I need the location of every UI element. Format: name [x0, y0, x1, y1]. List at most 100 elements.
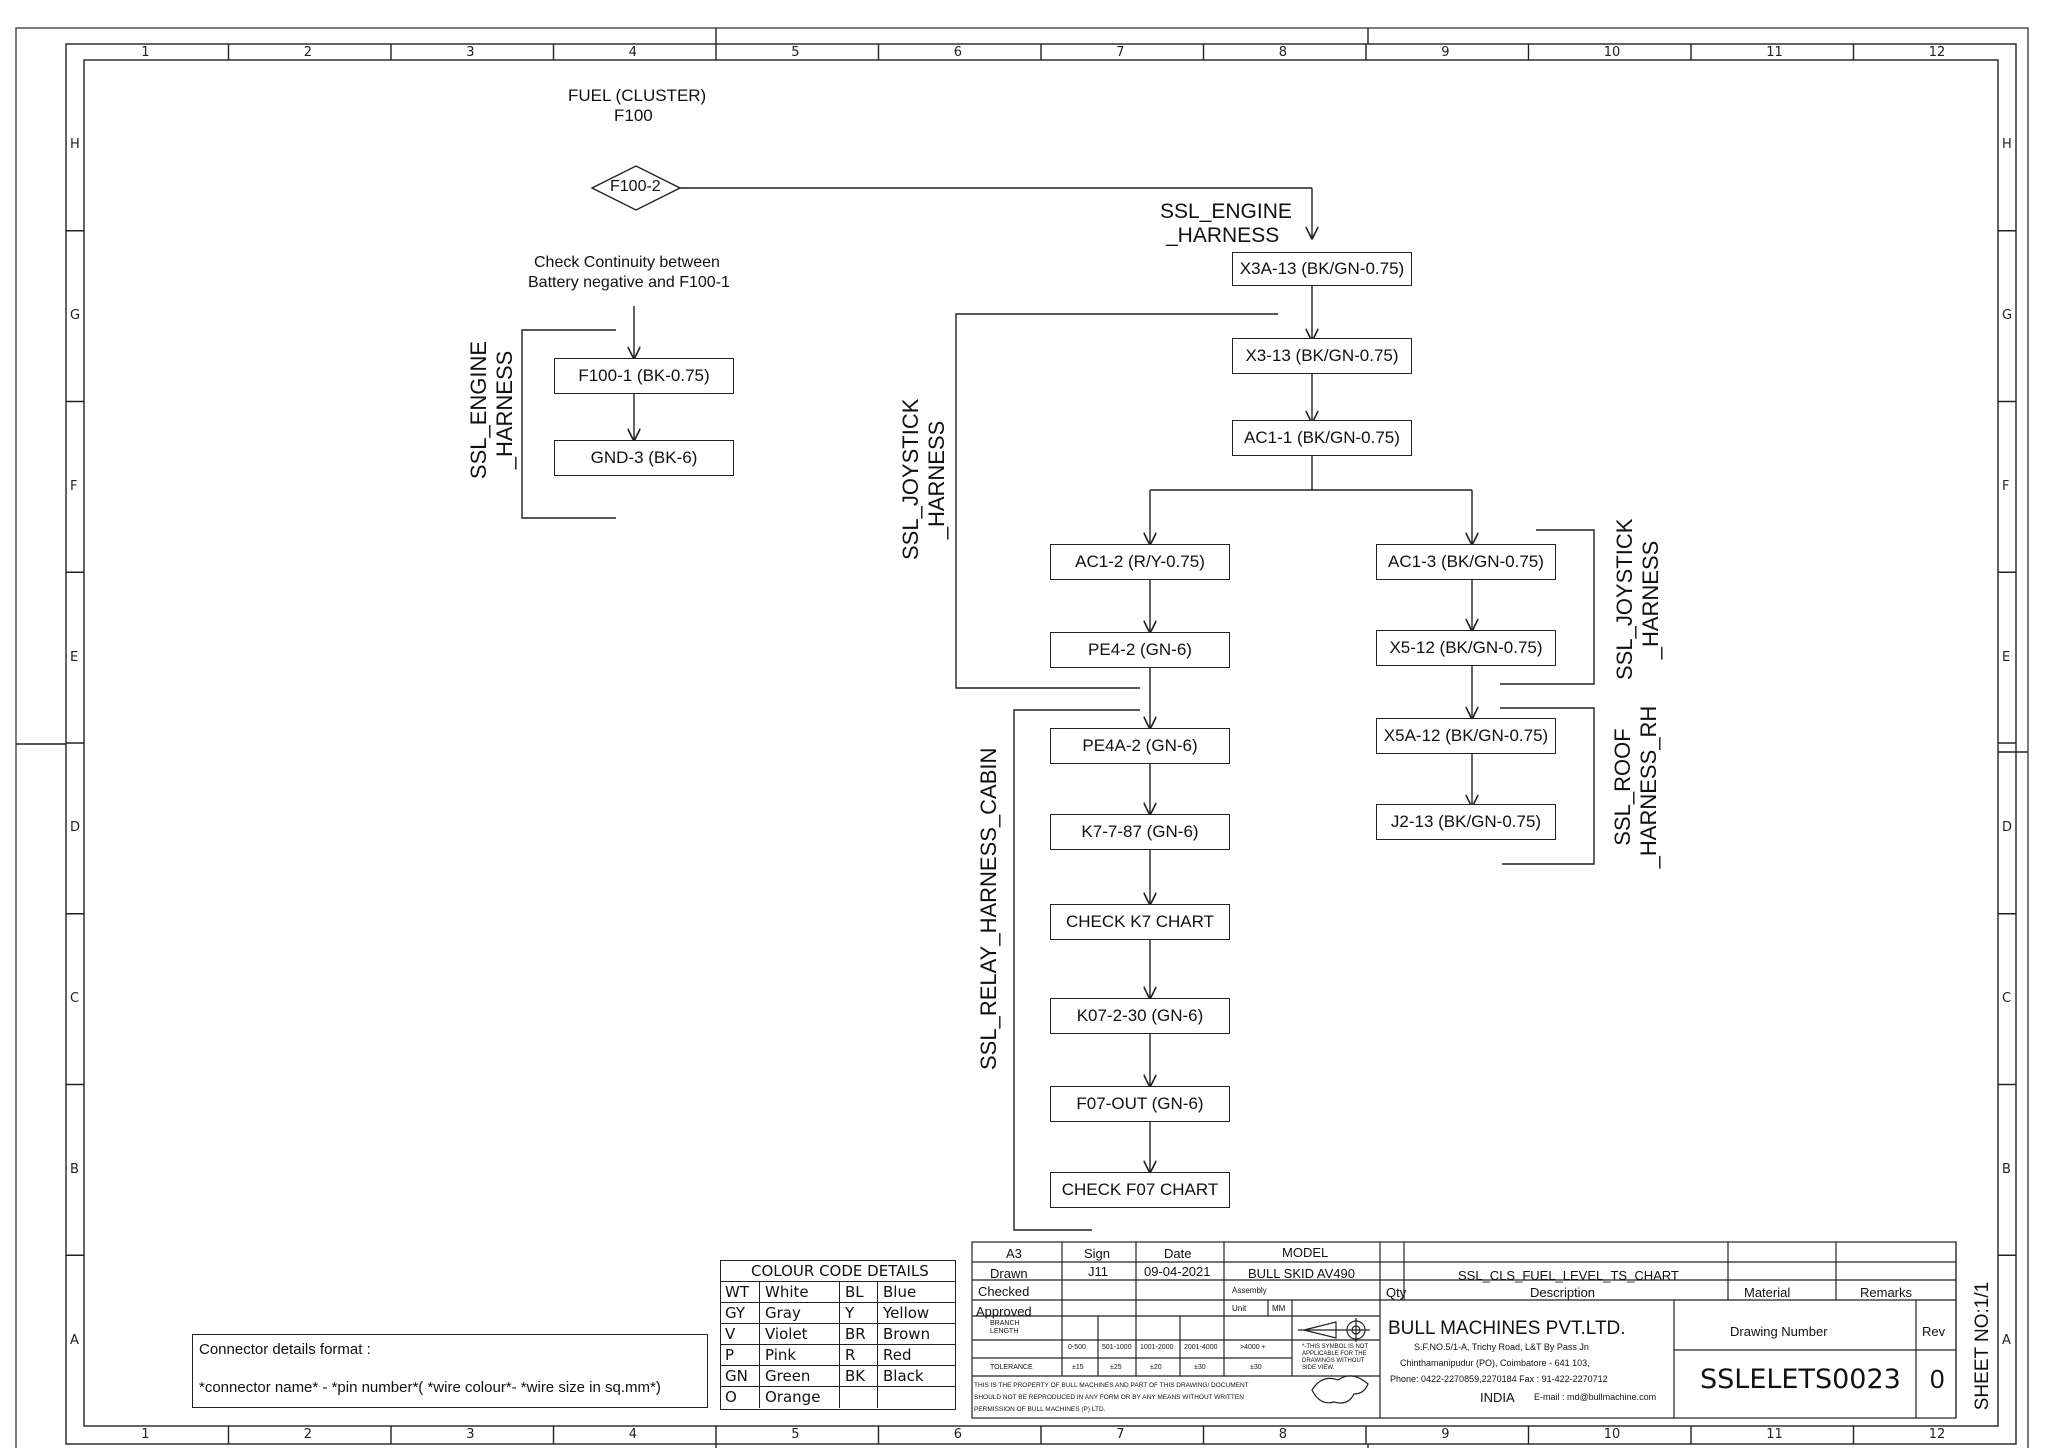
grid-row-left: F — [70, 478, 78, 494]
node-check-f07[interactable]: CHECK F07 CHART — [1050, 1172, 1230, 1208]
tb-drawn-sign: J11 — [1088, 1264, 1108, 1279]
grid-col-top: 4 — [628, 45, 638, 60]
colour-code-name: Orange — [765, 1388, 821, 1406]
grid-col-bottom: 4 — [628, 1427, 638, 1442]
tb-assembly-label: Assembly — [1232, 1286, 1267, 1295]
grid-row-right: A — [2002, 1332, 2011, 1348]
tb-property-note: THIS IS THE PROPERTY OF BULL MACHINES AN… — [974, 1382, 1249, 1413]
node-gnd-3[interactable]: GND-3 (BK-6) — [554, 440, 734, 476]
node-x5a-12[interactable]: X5A-12 (BK/GN-0.75) — [1376, 718, 1556, 754]
connector-format-box: Connector details format : *connector na… — [192, 1334, 708, 1408]
grid-col-bottom: 5 — [791, 1427, 800, 1442]
node-pe4-2[interactable]: PE4-2 (GN-6) — [1050, 632, 1230, 668]
grid-row-left: H — [70, 137, 80, 153]
grid-row-left: C — [70, 991, 80, 1007]
tb-size: A3 — [1006, 1246, 1022, 1261]
colour-code-abbr: P — [725, 1346, 735, 1364]
node-k07-2-30[interactable]: K07-2-30 (GN-6) — [1050, 998, 1230, 1034]
grid-row-right: G — [2002, 308, 2013, 324]
grid-col-bottom: 10 — [1603, 1427, 1621, 1442]
tb-phone: Phone: 0422-2270859,2270184 Fax : 91-422… — [1390, 1374, 1608, 1384]
grid-col-top: 12 — [1928, 45, 1946, 60]
colour-code-name: Brown — [883, 1325, 931, 1343]
harness-engine-top-line2: _HARNESS — [1166, 224, 1280, 247]
bull-logo-icon — [1311, 1375, 1369, 1404]
grid-row-right: D — [2002, 820, 2013, 836]
colour-code-name: Pink — [765, 1346, 797, 1364]
grid-col-bottom: 9 — [1441, 1427, 1450, 1442]
tb-description-label: Description — [1530, 1285, 1596, 1300]
tb-address1: S.F.NO.5/1-A, Trichy Road, L&T By Pass J… — [1414, 1342, 1589, 1352]
colour-code-abbr: Y — [845, 1304, 855, 1322]
start-node-label: F100-2 — [610, 178, 661, 195]
colour-code-abbr: V — [725, 1325, 736, 1343]
node-check-k7[interactable]: CHECK K7 CHART — [1050, 904, 1230, 940]
tb-model: BULL SKID AV490 — [1248, 1266, 1355, 1281]
colour-code-name: Black — [883, 1367, 924, 1385]
grid-col-top: 1 — [141, 45, 150, 60]
tb-range-3: 1001-2000 — [1140, 1344, 1174, 1351]
node-f07-out[interactable]: F07-OUT (GN-6) — [1050, 1086, 1230, 1122]
colour-code-abbr: R — [845, 1346, 856, 1364]
colour-code-abbr: WT — [725, 1283, 749, 1301]
colour-code-name: Violet — [765, 1325, 808, 1343]
grid-col-bottom: 12 — [1928, 1427, 1946, 1442]
node-pe4a-2[interactable]: PE4A-2 (GN-6) — [1050, 728, 1230, 764]
tb-qty-label: Qty — [1386, 1285, 1407, 1300]
colour-code-abbr: BL — [845, 1283, 864, 1301]
node-x3a-13[interactable]: X3A-13 (BK/GN-0.75) — [1232, 252, 1412, 286]
tb-tol-2: ±25 — [1110, 1364, 1122, 1371]
grid-col-top: 2 — [303, 45, 313, 60]
tb-unit-label: Unit — [1232, 1304, 1247, 1313]
tb-drawing-number: SSLELETS0023 — [1700, 1364, 1901, 1395]
tb-range-5: >4000 + — [1240, 1344, 1266, 1351]
node-j2-13[interactable]: J2-13 (BK/GN-0.75) — [1376, 804, 1556, 840]
tb-drawing-number-label: Drawing Number — [1730, 1324, 1828, 1339]
grid-row-right: H — [2002, 137, 2012, 153]
check-note-line2: Battery negative and F100-1 — [528, 274, 730, 291]
grid-col-bottom: 7 — [1116, 1427, 1125, 1442]
check-note-line1: Check Continuity between — [534, 254, 720, 271]
connector-format-text: *connector name* - *pin number*( *wire c… — [199, 1379, 661, 1396]
node-x3-13[interactable]: X3-13 (BK/GN-0.75) — [1232, 338, 1412, 374]
node-ac1-1[interactable]: AC1-1 (BK/GN-0.75) — [1232, 420, 1412, 456]
grid-col-bottom: 8 — [1278, 1427, 1288, 1442]
node-x5-12[interactable]: X5-12 (BK/GN-0.75) — [1376, 630, 1556, 666]
grid-col-top: 6 — [953, 45, 963, 60]
grid-col-bottom: 1 — [141, 1427, 150, 1442]
node-k7-7-87[interactable]: K7-7-87 (GN-6) — [1050, 814, 1230, 850]
tb-branch-length: BRANCH LENGTH — [990, 1320, 1020, 1335]
grid-col-bottom: 6 — [953, 1427, 963, 1442]
tb-country: INDIA — [1480, 1390, 1515, 1405]
tb-drawn-date: 09-04-2021 — [1144, 1264, 1211, 1279]
harness-engine-top-line1: SSL_ENGINE — [1160, 200, 1292, 223]
grid-col-bottom: 11 — [1766, 1427, 1783, 1442]
node-f100-1[interactable]: F100-1 (BK-0.75) — [554, 358, 734, 394]
grid-row-right: C — [2002, 991, 2012, 1007]
node-ac1-3[interactable]: AC1-3 (BK/GN-0.75) — [1376, 544, 1556, 580]
grid-col-top: 7 — [1116, 45, 1125, 60]
colour-code-row: V Violet BR Brown — [721, 1323, 955, 1345]
tb-drawing-title: SSL_CLS_FUEL_LEVEL_TS_CHART — [1458, 1268, 1679, 1283]
grid-row-left: A — [70, 1332, 79, 1348]
grid-col-top: 11 — [1766, 45, 1783, 60]
colour-code-abbr: BK — [845, 1367, 866, 1385]
tb-tol-1: ±15 — [1072, 1364, 1084, 1371]
connector-format-title: Connector details format : — [199, 1341, 371, 1358]
grid-col-top: 8 — [1278, 45, 1288, 60]
node-ac1-2[interactable]: AC1-2 (R/Y-0.75) — [1050, 544, 1230, 580]
grid-row-right: E — [2002, 649, 2011, 665]
colour-code-name: Green — [765, 1367, 811, 1385]
tb-symbol-note: *-THIS SYMBOL IS NOT APPLICABLE FOR THE … — [1302, 1344, 1369, 1371]
grid-row-left: E — [70, 649, 79, 665]
tb-approved-label: Approved — [976, 1304, 1032, 1319]
colour-code-abbr: BR — [845, 1325, 866, 1343]
